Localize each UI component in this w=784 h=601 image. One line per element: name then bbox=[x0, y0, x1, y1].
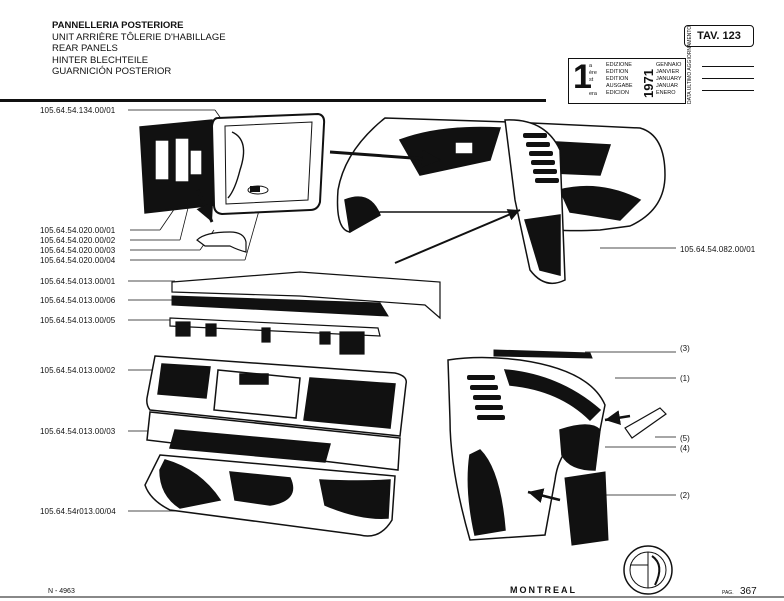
part-label-013-03: 105.64.54.013.00/03 bbox=[40, 427, 116, 436]
alfa-romeo-logo bbox=[623, 545, 673, 595]
arrow-hatch bbox=[196, 189, 214, 223]
ref-2: (2) bbox=[680, 491, 690, 500]
edition-code-1: ère bbox=[589, 70, 597, 76]
header-rule bbox=[0, 99, 546, 102]
part-label-020-04: 105.64.54.020.00/04 bbox=[40, 256, 116, 265]
title-english: REAR PANELS bbox=[52, 43, 118, 54]
edition-number: 1 bbox=[573, 58, 592, 96]
part-label-020-03: 105.64.54.020.00/03 bbox=[40, 246, 116, 255]
arrow-5 bbox=[604, 410, 631, 426]
part-label-134-01: 105.64.54.134.00/01 bbox=[40, 106, 116, 115]
hatch-panel bbox=[139, 112, 326, 216]
trim-upper bbox=[171, 271, 441, 320]
edition-code-4: era bbox=[589, 91, 597, 97]
edition-label-3: AUSGABE bbox=[606, 83, 633, 89]
update-line-3 bbox=[702, 90, 754, 91]
edition-month-0: GENNAIO bbox=[656, 62, 682, 68]
update-line-2 bbox=[702, 78, 754, 79]
part-label-013-02: 105.64.54.013.00/02 bbox=[40, 366, 116, 375]
part-label-082-01: 105.64.54.082.00/01 bbox=[680, 245, 756, 254]
part-label-020-02: 105.64.54.020.00/02 bbox=[40, 236, 116, 245]
edition-label-4: EDICION bbox=[606, 90, 629, 96]
plate-number: TAV. 123 bbox=[684, 25, 754, 47]
ref-1: (1) bbox=[680, 374, 690, 383]
footer-page-label: PAG. bbox=[722, 590, 734, 596]
leader-lines bbox=[128, 109, 676, 512]
rear-body-panel bbox=[336, 117, 666, 285]
edition-month-1: JANVIER bbox=[656, 69, 680, 75]
arrow-body-2 bbox=[394, 209, 521, 264]
ref-4: (4) bbox=[680, 444, 690, 453]
mounting-rail bbox=[169, 317, 381, 355]
update-line-1 bbox=[702, 66, 754, 67]
arrow-body-1 bbox=[329, 149, 441, 168]
edition-label-2: EDITION bbox=[606, 76, 629, 82]
title-german: HINTER BLECHTEILE bbox=[52, 54, 149, 66]
ref-5: (5) bbox=[680, 434, 690, 443]
arrow-2 bbox=[527, 488, 561, 503]
edition-code-0: a bbox=[589, 63, 593, 69]
lower-valance bbox=[144, 454, 396, 537]
hinge-bracket bbox=[196, 231, 247, 253]
footer-page-number: 367 bbox=[740, 586, 757, 597]
fender-trim-3 bbox=[493, 349, 593, 359]
ref-3: (3) bbox=[680, 344, 690, 353]
fender-panel-2 bbox=[564, 471, 609, 546]
part-label-020-01: 105.64.54.020.00/01 bbox=[40, 226, 116, 235]
retaining-pin bbox=[247, 185, 269, 195]
trim-strip bbox=[171, 295, 389, 317]
part-label-013-05: 105.64.54.013.00/05 bbox=[40, 316, 116, 325]
title-italian: PANNELLERIA POSTERIORE bbox=[52, 20, 184, 31]
edition-label-1: EDITION bbox=[606, 69, 629, 75]
title-spanish: GUARNICIÓN POSTERIOR bbox=[52, 66, 172, 77]
title-french: UNIT ARRIÈRE TÔLERIE D'HABILLAGE bbox=[52, 31, 226, 43]
edition-box bbox=[568, 58, 686, 104]
rear-fender-section bbox=[447, 356, 606, 541]
header-titles: PANNELLERIA POSTERIORE UNIT ARRIÈRE TÔLE… bbox=[52, 20, 226, 78]
rear-light-panel bbox=[146, 355, 408, 471]
edition-month-3: JANUAR bbox=[656, 83, 679, 89]
footer-code: N - 4963 bbox=[48, 588, 75, 595]
part-label-013-04: 105.64.54r013.00/04 bbox=[40, 507, 116, 516]
part-label-013-06: 105.64.54.013.00/06 bbox=[40, 296, 116, 305]
part-label-013-01: 105.64.54.013.00/01 bbox=[40, 277, 116, 286]
edition-code-2: st bbox=[589, 77, 594, 83]
edition-month-4: ENERO bbox=[656, 90, 676, 96]
edition-month-2: JANUARY bbox=[656, 76, 682, 82]
footer-model: MONTREAL bbox=[510, 585, 577, 595]
fender-piece-5 bbox=[624, 407, 667, 439]
edition-label-0: EDIZIONE bbox=[606, 62, 632, 68]
